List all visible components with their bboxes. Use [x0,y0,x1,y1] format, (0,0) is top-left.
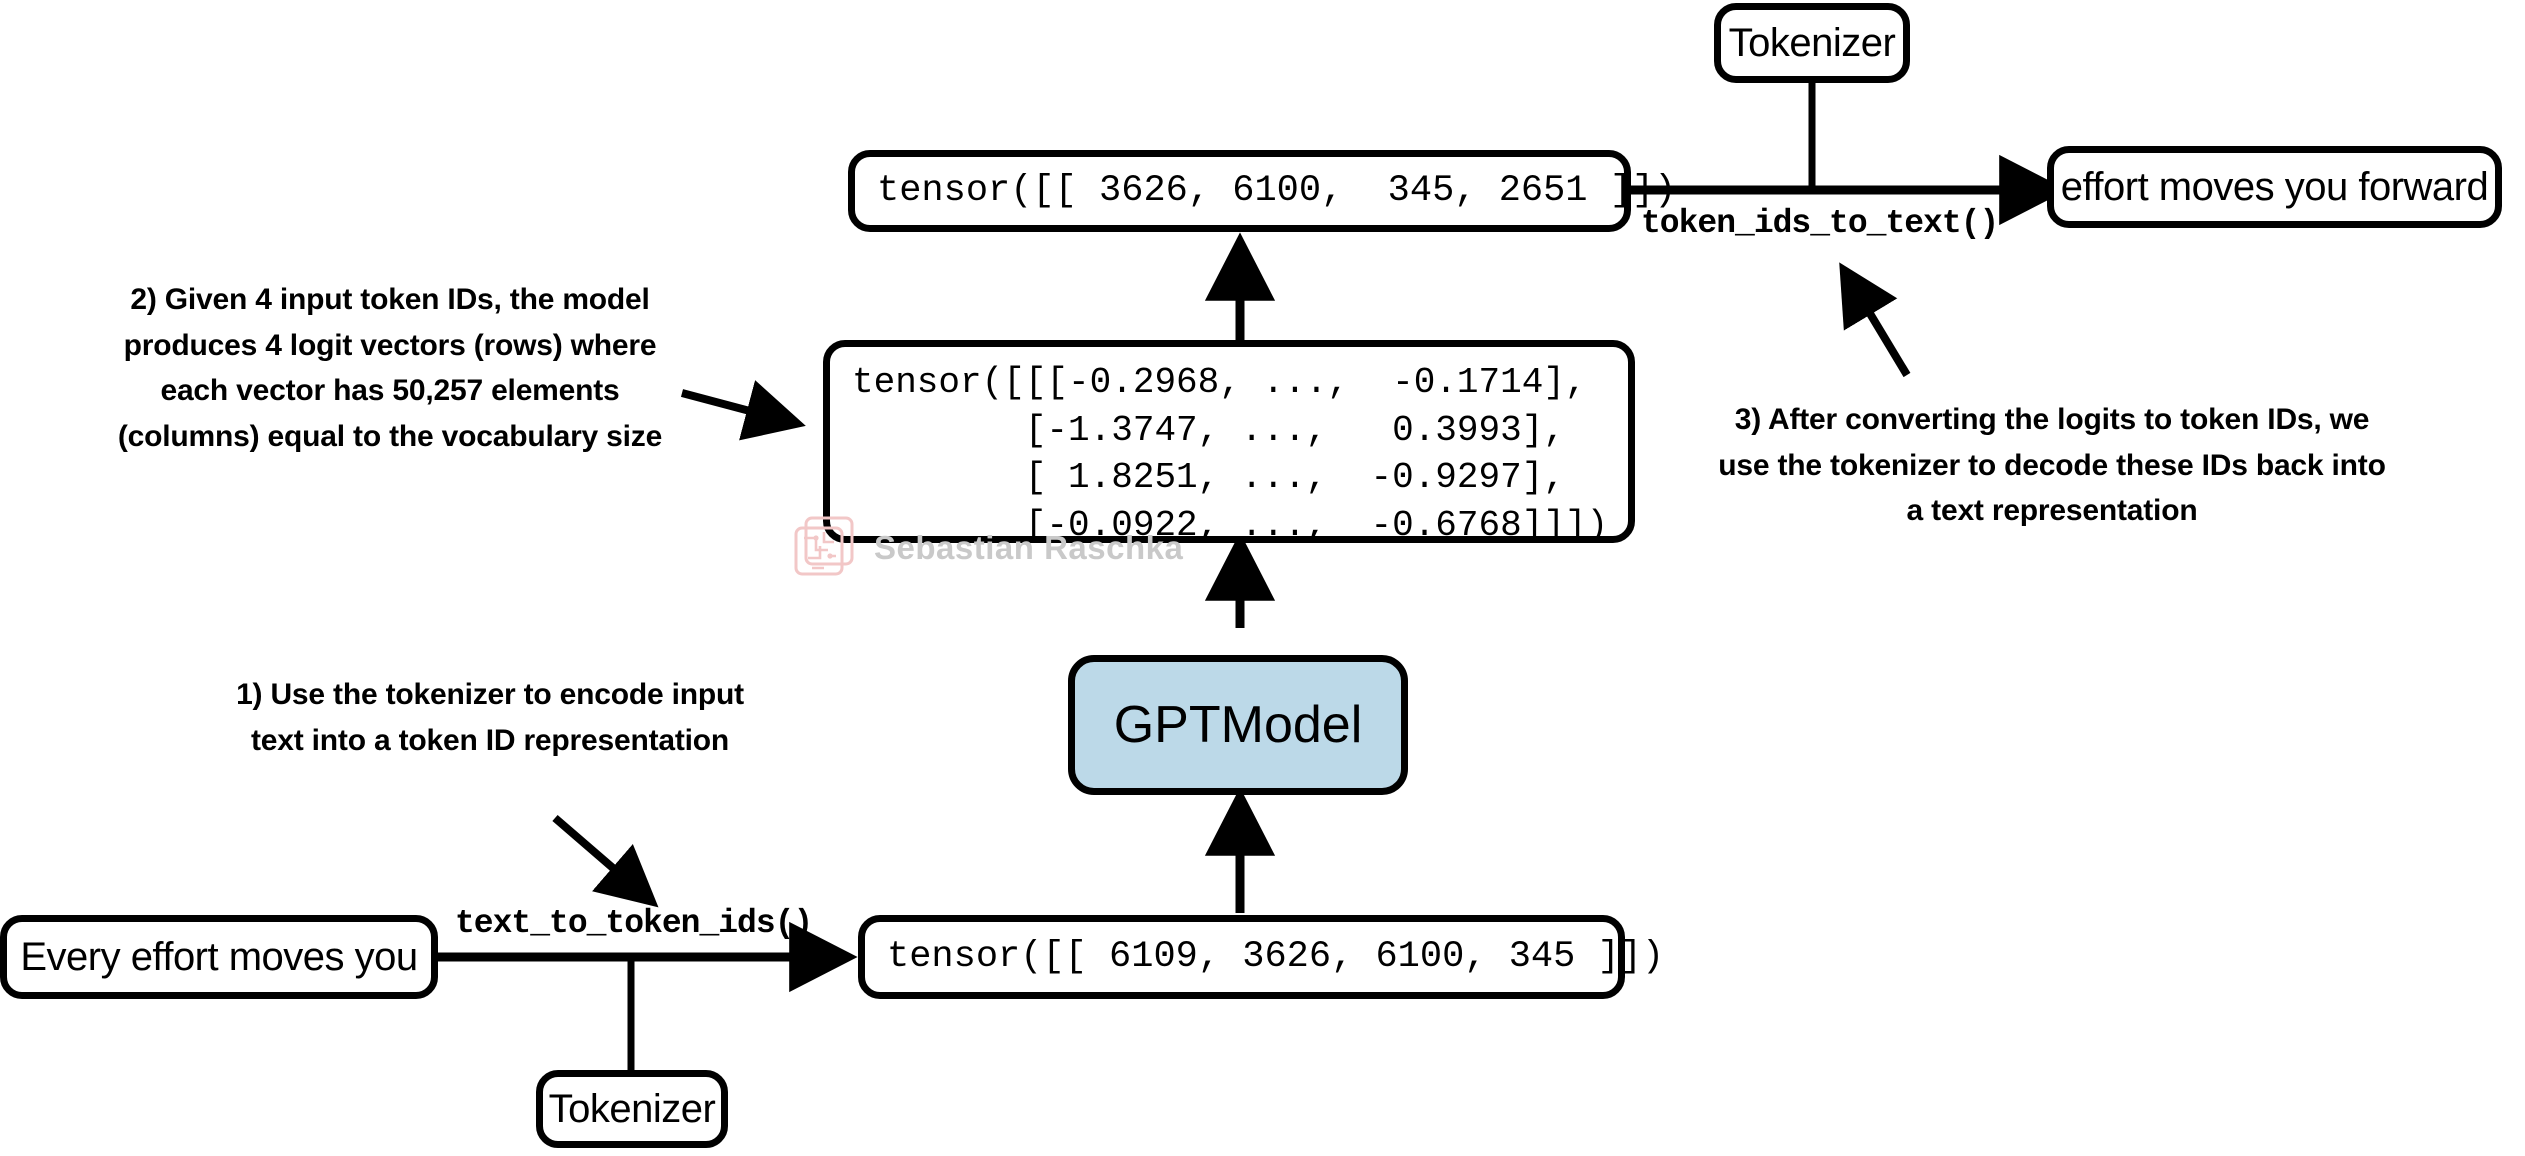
output-token-ids-box[interactable]: tensor([[ 3626, 6100, 345, 2651 ]]) [848,150,1676,232]
output-text-box[interactable]: effort moves you forward [2047,146,2502,228]
annotation-step3-line2: use the tokenizer to decode these IDs ba… [1718,448,2386,482]
annotation-step2-line2: produces 4 logit vectors (rows) where [123,328,657,362]
logits-line-4: [-0.0922, ..., -0.6768]]]) [852,504,1609,546]
output-token-ids-value: tensor([[ 3626, 6100, 345, 2651 ]]) [877,170,1677,212]
input-token-ids-value: tensor([[ 6109, 3626, 6100, 345 ]]) [887,936,1665,978]
text-to-token-ids-label: text_to_token_ids() [455,905,813,942]
annotation-step1: 1) Use the tokenizer to encode input tex… [210,672,770,763]
arrow-annotation-step1 [552,814,659,908]
logits-line-1: tensor([[[-0.2968, ..., -0.1714], [852,362,1587,403]
annotation-step2-line4: (columns) equal to the vocabulary size [117,419,663,453]
input-text-label: Every effort moves you [20,934,418,979]
tokenizer-box-top[interactable]: Tokenizer [1714,3,1910,83]
gpt-model-label: GPTModel [1113,696,1363,754]
output-text-label: effort moves you forward [2060,164,2489,209]
watermark: Sebastian Raschka [790,512,1183,584]
tokenizer-bottom-label: Tokenizer [548,1086,716,1131]
input-text-box[interactable]: Every effort moves you [0,915,438,999]
arrow-annotation-step3 [1839,262,1911,378]
logits-line-2: [-1.3747, ..., 0.3993], [852,409,1565,451]
annotation-step1-line2: text into a token ID representation [250,723,730,757]
input-token-ids-box[interactable]: tensor([[ 6109, 3626, 6100, 345 ]]) [858,915,1664,999]
chip-circuit-icon [794,516,854,576]
gpt-model-box[interactable]: GPTModel [1068,655,1408,795]
annotation-step2-line1: 2) Given 4 input token IDs, the model [130,283,650,316]
arrow-annotation-step2 [680,380,806,441]
logits-line-3: [ 1.8251, ..., -0.9297], [852,457,1565,499]
tokenizer-box-bottom[interactable]: Tokenizer [536,1070,728,1148]
tokenizer-top-label: Tokenizer [1728,20,1896,65]
annotation-step1-line1: 1) Use the tokenizer to encode input [236,678,744,711]
watermark-label: Sebastian Raschka [874,529,1184,566]
annotation-step2: 2) Given 4 input token IDs, the model pr… [95,277,685,459]
annotation-step3: 3) After converting the logits to token … [1712,397,2392,534]
annotation-step3-line3: a text representation [1906,494,2198,528]
token-ids-to-text-label: token_ids_to_text() [1641,205,1999,242]
logits-tensor-box[interactable]: tensor([[[-0.2968, ..., -0.1714], [-1.37… [823,340,1635,546]
annotation-step2-line3: each vector has 50,257 elements [160,374,620,408]
annotation-step3-line1: 3) After converting the logits to token … [1734,403,2370,436]
